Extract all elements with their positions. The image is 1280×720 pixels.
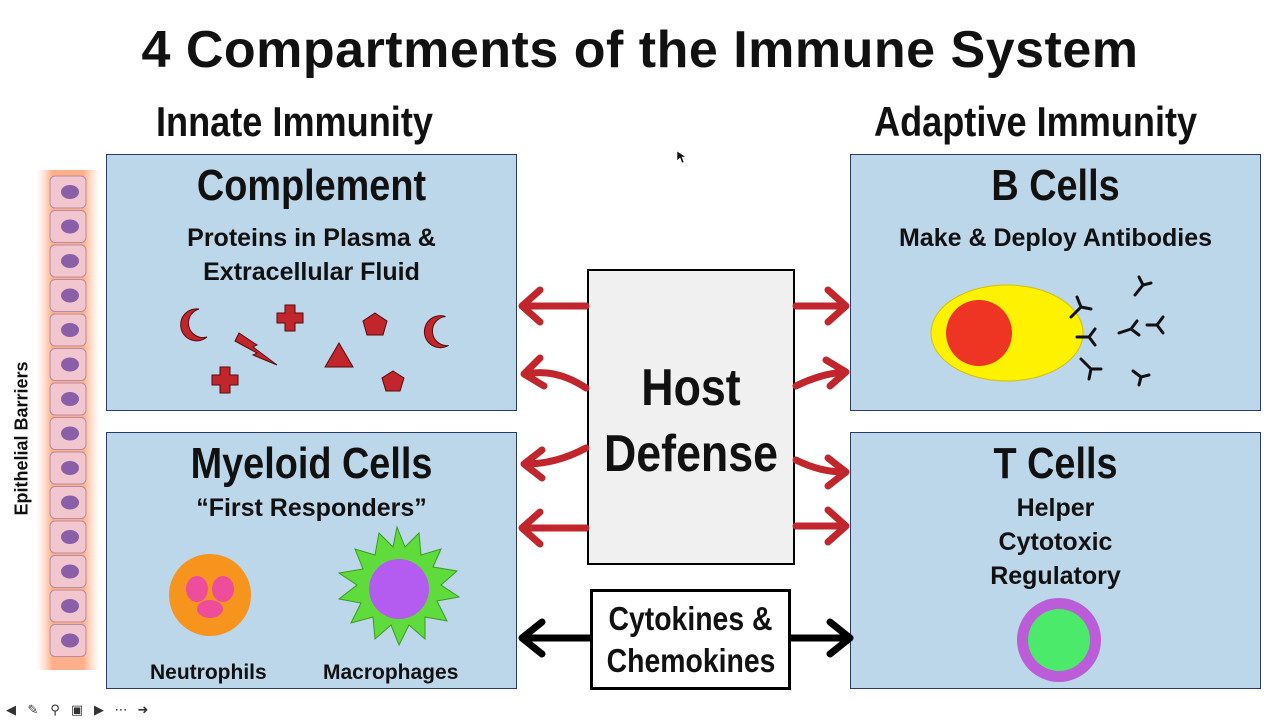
neutrophils-label: Neutrophils <box>150 661 267 684</box>
pentagon-icon <box>381 370 405 392</box>
epithelial-barriers-label: Epithelial Barriers <box>11 361 32 516</box>
b-cells-subtitle: Make & Deploy Antibodies <box>898 224 1212 252</box>
myeloid-cells-box: Myeloid Cells “First Responders” Neutrop… <box>106 432 517 689</box>
t-cells-title: T Cells <box>993 439 1118 488</box>
arrow-to-complement-2 <box>522 369 590 392</box>
complement-title: Complement <box>196 161 427 210</box>
epithelial-cell-nucleus <box>61 599 79 613</box>
complement-line-1: Proteins in Plasma & <box>187 224 436 252</box>
lightning-icon <box>234 332 278 366</box>
epithelial-cell-nucleus <box>61 357 79 372</box>
player-toolbar: ◀ ✎ ⚲ ▣ ▶ ⋯ ➜ <box>2 700 152 720</box>
epithelial-cell-nucleus <box>61 564 79 579</box>
epithelial-cell-nucleus <box>61 530 79 544</box>
epithelial-cell-nucleus <box>61 254 79 268</box>
complement-proteins-icons <box>180 304 449 394</box>
antibody-icons <box>1069 275 1165 387</box>
search-icon[interactable]: ⚲ <box>50 702 60 717</box>
crescent-icon <box>180 308 208 342</box>
host-defense-box: Host Defense <box>587 269 795 565</box>
epithelial-cell-nucleus <box>61 185 79 199</box>
epithelial-cell-nucleus <box>61 495 79 510</box>
pen-icon[interactable]: ✎ <box>27 702 39 717</box>
epithelial-cell-nucleus <box>61 633 79 648</box>
forward-icon[interactable]: ➜ <box>137 702 149 717</box>
epithelial-cell-nucleus <box>61 323 79 337</box>
complement-box: Complement Proteins in Plasma & Extracel… <box>106 154 517 411</box>
cytokines-line-2: Chemokines <box>606 642 776 679</box>
video-icon[interactable]: ▶ <box>94 702 104 717</box>
b-cell-icon <box>930 275 1165 387</box>
cytokines-arrows <box>518 618 854 658</box>
complement-line-2: Extracellular Fluid <box>203 258 420 286</box>
t-cells-box: T Cells Helper Cytotoxic Regulatory <box>850 432 1261 689</box>
innate-heading: Innate Immunity <box>156 98 433 145</box>
cross-icon <box>276 304 304 332</box>
macrophages-label: Macrophages <box>323 661 459 684</box>
cytokines-line-1: Cytokines & <box>608 600 773 637</box>
t-cells-line-3: Regulatory <box>990 562 1121 590</box>
epithelial-cell-nucleus <box>61 426 79 441</box>
b-cells-title: B Cells <box>991 161 1120 210</box>
mouse-cursor-icon <box>676 150 686 164</box>
myeloid-subtitle: “First Responders” <box>196 494 427 522</box>
epithelial-cell-nucleus <box>61 461 79 475</box>
myeloid-title: Myeloid Cells <box>190 439 433 488</box>
macrophage-icon <box>337 525 461 647</box>
arrow-to-t-cells-1 <box>792 456 848 476</box>
t-cells-line-1: Helper <box>1016 494 1095 522</box>
back-icon[interactable]: ◀ <box>6 702 16 717</box>
more-icon[interactable]: ⋯ <box>114 702 128 717</box>
page-title: 4 Compartments of the Immune System <box>141 21 1139 79</box>
captions-icon[interactable]: ▣ <box>70 702 84 717</box>
host-defense-line-2: Defense <box>604 425 778 483</box>
b-cells-box: B Cells Make & Deploy Antibodies <box>850 154 1261 411</box>
arrow-to-myeloid-1 <box>522 444 590 468</box>
epithelial-barrier-illustration <box>36 170 100 670</box>
pentagon-icon <box>362 312 388 336</box>
triangle-icon <box>324 342 354 368</box>
neutrophil-icon <box>169 554 251 636</box>
t-cell-icon <box>1017 598 1101 682</box>
epithelial-cell-nucleus <box>61 219 79 234</box>
cytokines-box: Cytokines & Chemokines <box>590 589 791 690</box>
t-cells-line-2: Cytotoxic <box>998 528 1113 556</box>
cross-icon <box>211 366 239 394</box>
epithelial-cell-nucleus <box>61 392 79 406</box>
host-defense-line-1: Host <box>641 359 741 417</box>
crescent-icon <box>423 315 449 349</box>
adaptive-heading: Adaptive Immunity <box>874 98 1198 145</box>
epithelial-cell-nucleus <box>61 288 79 303</box>
host-defense-arrows <box>518 286 850 548</box>
